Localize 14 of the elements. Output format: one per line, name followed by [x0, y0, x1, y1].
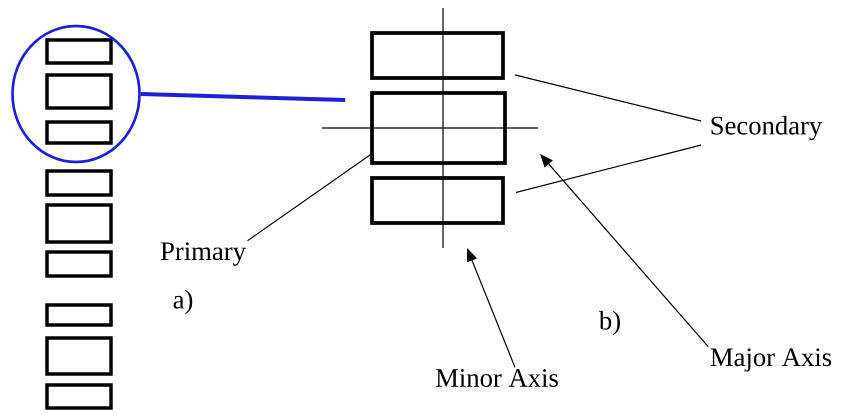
label-text: Primary: [160, 242, 246, 266]
label-text: Secondary: [712, 116, 822, 140]
magnifier-circle: [11, 24, 141, 164]
rectangle-bar: [370, 91, 507, 165]
label-text: Major Axis: [710, 348, 832, 372]
leader-line: [247, 154, 370, 242]
label-text: Minor Axis: [436, 369, 558, 387]
leader-line: [516, 144, 702, 194]
panel-label: b): [598, 310, 620, 336]
panel-label: a): [174, 290, 192, 314]
connector-line: [140, 92, 346, 102]
rectangle-bar: [370, 31, 505, 80]
leader-line: [514, 74, 702, 122]
rectangle-bar: [370, 176, 505, 225]
